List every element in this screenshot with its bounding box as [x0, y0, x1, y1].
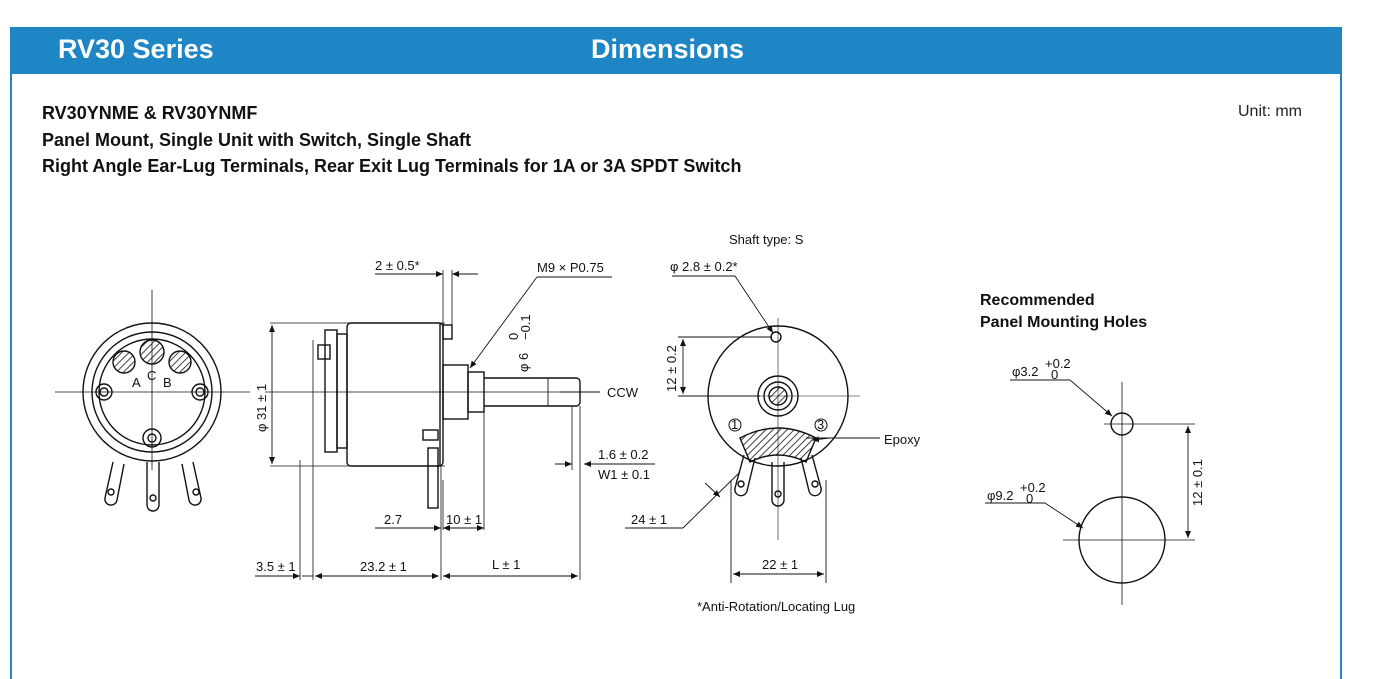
terminal-1-label: 1	[731, 417, 738, 432]
dimension-drawing: A C B	[55, 232, 1205, 614]
front-terminal-c: C	[147, 368, 156, 383]
series-title: RV30 Series	[58, 34, 214, 64]
dim-shaft-diameter: φ 6	[516, 353, 531, 372]
front-view	[55, 290, 250, 512]
large-hole-dim: φ9.2	[987, 488, 1014, 503]
ccw-label: CCW	[607, 385, 639, 400]
panel-holes-title-2: Panel Mounting Holes	[980, 314, 1147, 331]
dim-hole: φ 2.8 ± 0.2*	[670, 259, 738, 274]
large-hole-tol-top: +0.2	[1020, 480, 1046, 495]
side-view	[265, 270, 600, 580]
description-line-1: Panel Mount, Single Unit with Switch, Si…	[42, 130, 472, 150]
model-heading: RV30YNME & RV30YNMF	[42, 103, 258, 123]
small-hole-tol-top: +0.2	[1045, 356, 1071, 371]
large-hole-tol-bottom: 0	[1026, 491, 1033, 506]
dim-flat: 1.6 ± 0.2	[598, 447, 649, 462]
page-frame	[10, 27, 1342, 679]
title-banner	[10, 27, 1340, 74]
dim-10: 10 ± 1	[446, 512, 482, 527]
panel-holes-title-1: Recommended	[980, 292, 1095, 309]
shaft-type-label: Shaft type: S	[729, 232, 804, 247]
dim-body-diameter: φ 31 ± 1	[254, 384, 269, 432]
dim-lug-offset: 2 ± 0.5*	[375, 258, 420, 273]
description-line-2: Right Angle Ear-Lug Terminals, Rear Exit…	[42, 156, 742, 176]
dim-24: 24 ± 1	[631, 512, 667, 527]
dim-3-5: 3.5 ± 1	[256, 559, 296, 574]
terminal-3-label: 3	[817, 417, 824, 432]
section-title: Dimensions	[591, 34, 745, 64]
front-terminal-b: B	[163, 375, 172, 390]
small-hole-dim: φ3.2	[1012, 364, 1039, 379]
dim-2-7: 2.7	[384, 512, 402, 527]
dim-23-2: 23.2 ± 1	[360, 559, 407, 574]
dim-shaft-tol-bottom: −0.1	[518, 314, 533, 340]
dim-thread: M9 × P0.75	[537, 260, 604, 275]
dim-12-rear: 12 ± 0.2	[664, 345, 679, 392]
dim-shaft-tol-top: 0	[506, 333, 521, 340]
footnote: *Anti-Rotation/Locating Lug	[697, 599, 855, 614]
panel-holes-drawing	[1063, 382, 1195, 605]
dim-flat-width: W1 ± 0.1	[598, 467, 650, 482]
epoxy-label: Epoxy	[884, 432, 921, 447]
front-terminal-a: A	[132, 375, 141, 390]
unit-label: Unit: mm	[1238, 103, 1302, 120]
dim-22: 22 ± 1	[762, 557, 798, 572]
hole-spacing-dim: 12 ± 0.1	[1190, 459, 1205, 506]
dim-l: L ± 1	[492, 557, 520, 572]
small-hole-tol-bottom: 0	[1051, 367, 1058, 382]
